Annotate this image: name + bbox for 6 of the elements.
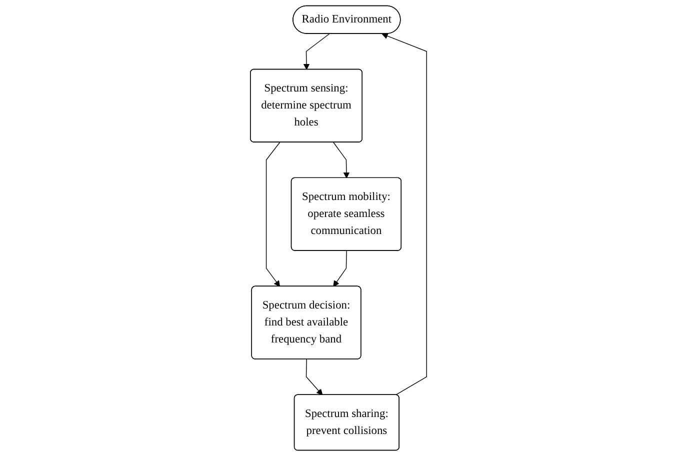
arrow <box>265 142 280 287</box>
arrow <box>332 142 350 178</box>
arrow <box>302 34 330 70</box>
arrow <box>381 33 426 396</box>
arrow <box>305 358 322 396</box>
arrow <box>332 250 346 287</box>
